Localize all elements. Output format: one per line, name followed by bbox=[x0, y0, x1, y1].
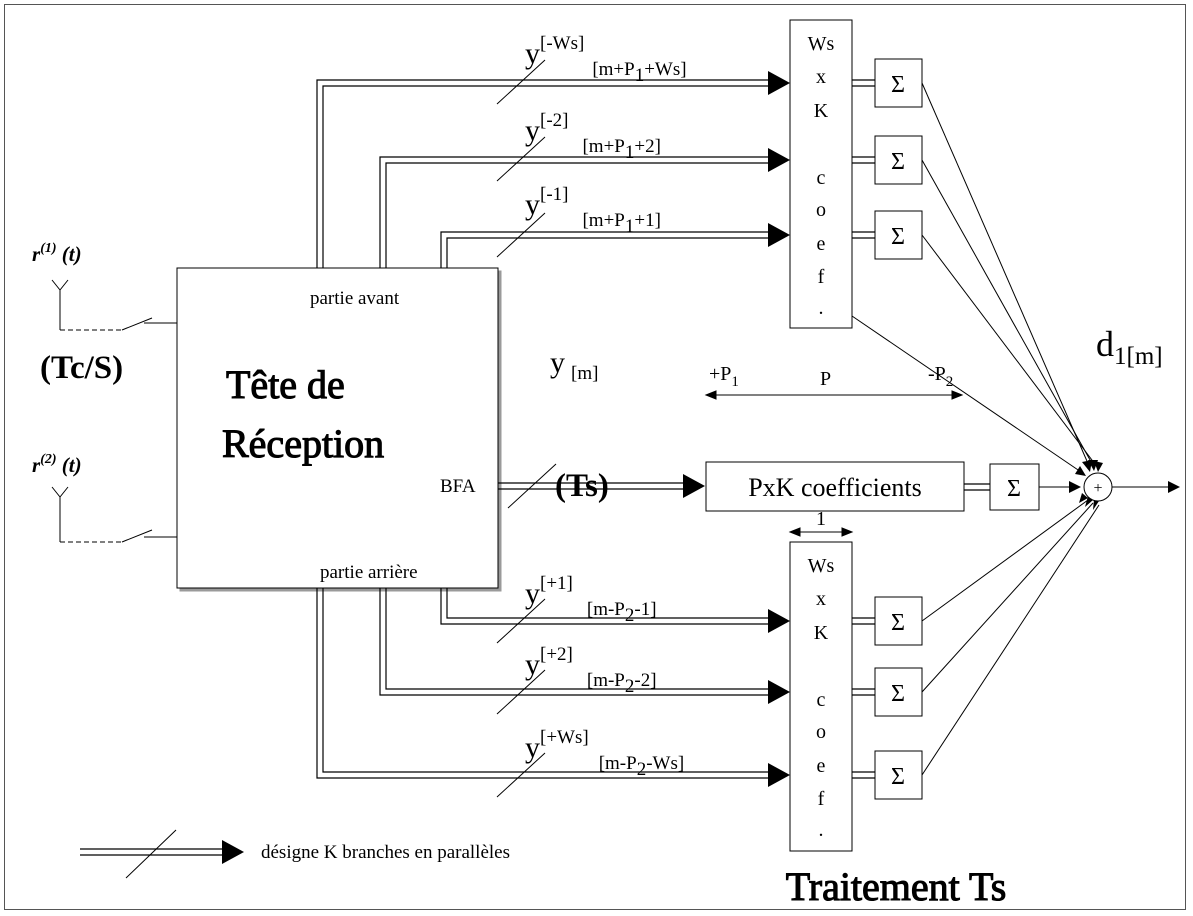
sum-symbol-top-3: Σ bbox=[891, 224, 905, 250]
legend-arrowhead bbox=[222, 840, 244, 864]
pxk-coefficients-block bbox=[705, 461, 965, 512]
top-branch-arrows bbox=[768, 71, 790, 247]
coef-block-bottom-text: Ws x K c o e f . bbox=[808, 555, 835, 841]
sum-block-bottom-1 bbox=[874, 596, 923, 646]
sum-block-top-1 bbox=[874, 58, 923, 108]
svg-text:Ws: Ws bbox=[808, 33, 835, 55]
chip-rate-label: (Tc/S) bbox=[40, 350, 123, 386]
bfa-label: BFA bbox=[440, 476, 476, 497]
legend-slash bbox=[125, 829, 177, 879]
p1-label: +P1 bbox=[709, 363, 739, 390]
svg-text:f: f bbox=[818, 266, 825, 288]
top-branch-slashes bbox=[496, 59, 546, 258]
bottom-branch-arrows bbox=[768, 609, 790, 787]
footer-title: Traitement Ts bbox=[786, 864, 1007, 909]
output-label: d1[m] bbox=[1096, 324, 1163, 370]
antenna-1-label: r(1) (t) bbox=[32, 241, 82, 266]
svg-text:o: o bbox=[816, 721, 826, 743]
pxk-to-sum-link bbox=[964, 483, 990, 491]
width-one-label: 1 bbox=[816, 508, 826, 530]
sum-symbol-bottom-3: Σ bbox=[891, 764, 905, 790]
svg-text:x: x bbox=[816, 588, 826, 610]
antenna-2-label: r(2) (t) bbox=[32, 452, 82, 477]
svg-text:e: e bbox=[817, 755, 826, 777]
svg-text:o: o bbox=[816, 199, 826, 221]
pxk-coefficients-label: PxK coefficients bbox=[748, 473, 922, 502]
svg-text:.: . bbox=[819, 819, 824, 841]
svg-text:c: c bbox=[817, 689, 826, 711]
top-branches bbox=[316, 79, 768, 268]
svg-text:Ws: Ws bbox=[808, 555, 835, 577]
coef-block-top bbox=[789, 19, 853, 329]
reception-head-block bbox=[176, 267, 499, 589]
diagram-frame bbox=[4, 4, 1186, 910]
signal-label-bottom-2: y[+2][m-P2-2] bbox=[525, 644, 657, 697]
sum-symbol-middle: Σ bbox=[1007, 476, 1021, 502]
svg-text:.: . bbox=[819, 297, 824, 319]
svg-text:e: e bbox=[817, 233, 826, 255]
sum-block-middle bbox=[989, 463, 1040, 511]
sum-to-adder-lines bbox=[851, 82, 1100, 776]
svg-text:K: K bbox=[814, 100, 829, 122]
sum-symbol-bottom-1: Σ bbox=[891, 610, 905, 636]
bottom-branches bbox=[316, 588, 768, 779]
coef-block-bottom bbox=[789, 541, 853, 852]
antenna-2 bbox=[51, 486, 177, 543]
bottom-coef-to-sum-links bbox=[852, 617, 875, 779]
adder-output-arrow bbox=[1168, 481, 1180, 493]
legend-text: désigne K branches en parallèles bbox=[261, 842, 510, 863]
p-span-arrow bbox=[704, 390, 964, 400]
signal-label-middle: y[m] bbox=[550, 346, 598, 384]
adder-arrowheads bbox=[1075, 460, 1103, 510]
svg-text:f: f bbox=[818, 788, 825, 810]
signal-label-top-3: y[-1][m+P1+1] bbox=[525, 184, 661, 237]
width-one-arrow bbox=[788, 527, 854, 537]
top-coef-to-sum-links bbox=[852, 79, 875, 239]
signal-label-bottom-3: y[+Ws][m-P2-Ws] bbox=[525, 727, 684, 780]
signal-label-bottom-1: y[+1][m-P2-1] bbox=[525, 573, 657, 626]
middle-branch-slash bbox=[507, 463, 557, 509]
middle-branch-arrow bbox=[683, 474, 705, 498]
svg-text:K: K bbox=[814, 622, 829, 644]
bottom-branch-slashes bbox=[496, 598, 546, 798]
signal-label-top-2: y[-2][m+P1+2] bbox=[525, 110, 661, 163]
svg-text:x: x bbox=[816, 66, 826, 88]
svg-text:c: c bbox=[817, 167, 826, 189]
p-label: P bbox=[820, 368, 831, 390]
adder-symbol: + bbox=[1093, 480, 1102, 497]
legend-double-arrow bbox=[80, 848, 222, 856]
antenna-1 bbox=[51, 279, 177, 331]
head-title-line2: Réception bbox=[222, 421, 384, 466]
sum-block-bottom-2 bbox=[874, 667, 923, 717]
sum-symbol-top-2: Σ bbox=[891, 149, 905, 175]
back-part-label: partie arrière bbox=[320, 562, 418, 583]
signal-label-top-1: y[-Ws][m+P1+Ws] bbox=[525, 33, 687, 86]
sum-block-bottom-3 bbox=[874, 750, 923, 800]
sum-symbol-bottom-2: Σ bbox=[891, 681, 905, 707]
sum-block-top-2 bbox=[874, 135, 923, 185]
head-title-line1: Tête de bbox=[226, 362, 345, 407]
front-part-label: partie avant bbox=[310, 288, 400, 309]
sum-block-top-3 bbox=[874, 210, 923, 260]
symbol-rate-label: (Ts) bbox=[555, 468, 609, 504]
sum-symbol-top-1: Σ bbox=[891, 72, 905, 98]
coef-block-top-text: Ws x K c o e f . bbox=[808, 33, 835, 319]
